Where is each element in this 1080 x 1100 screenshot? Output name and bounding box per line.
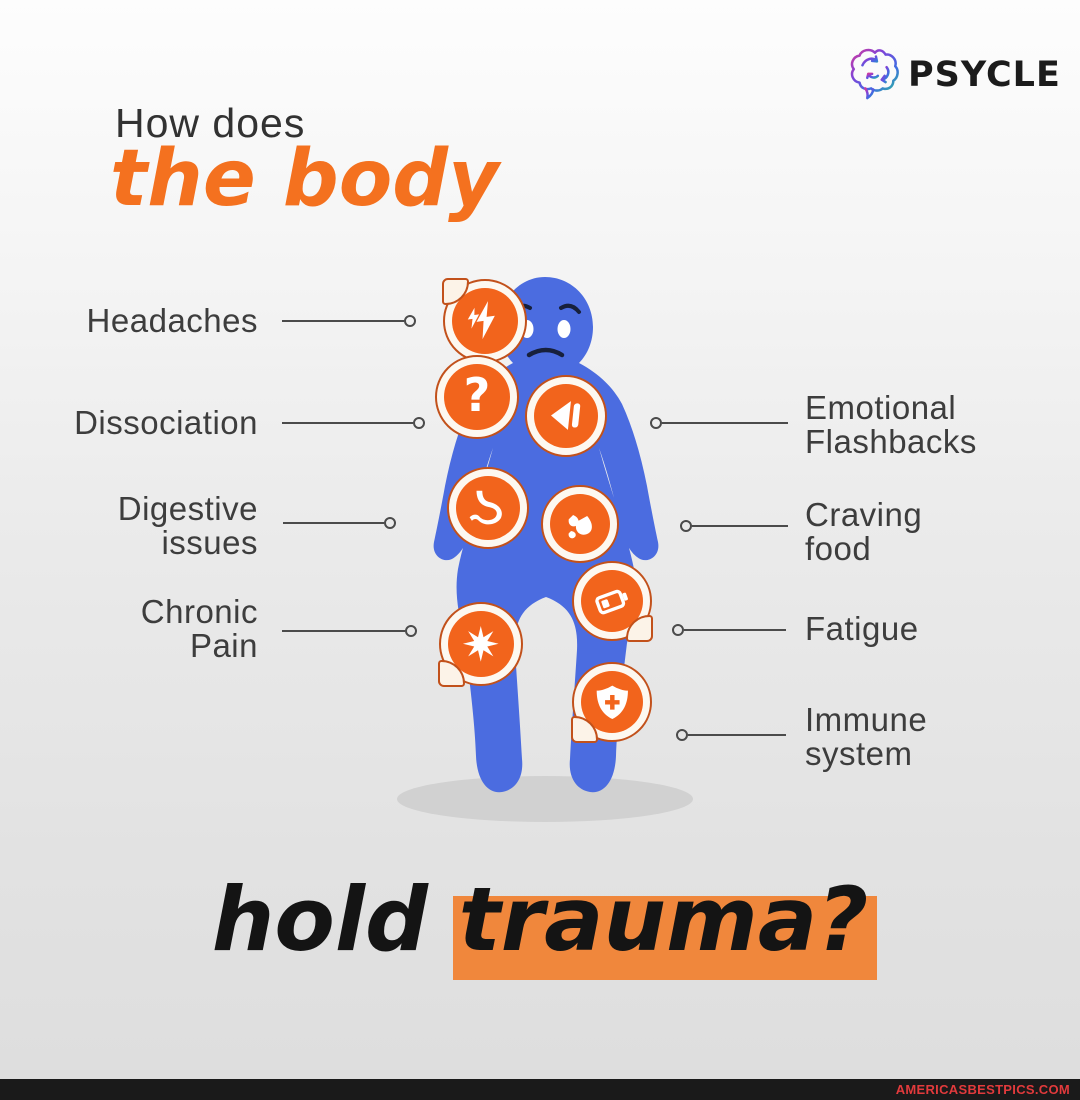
- stomach-icon: [447, 467, 529, 549]
- connector-dot: [413, 417, 425, 429]
- question-mark-icon: ?: [435, 355, 519, 439]
- watermark-text: AMERICASBESTPICS.COM: [895, 1082, 1070, 1097]
- connector-line: [684, 629, 786, 631]
- connector-line: [282, 422, 413, 424]
- label-emotional-flashbacks: Emotional Flashbacks: [805, 389, 977, 460]
- question-glyph: ?: [463, 368, 491, 422]
- brain-gradient-icon: [850, 48, 899, 100]
- connector-dot: [650, 417, 662, 429]
- connector-dot: [672, 624, 684, 636]
- connector-dot: [676, 729, 688, 741]
- connector-dot: [404, 315, 416, 327]
- connector-dot: [384, 517, 396, 529]
- bottom-headline: hold trauma?: [0, 868, 1080, 971]
- connector-dot: [405, 625, 417, 637]
- rewind-icon: [525, 375, 607, 457]
- label-fatigue: Fatigue: [805, 610, 919, 647]
- connector-line: [692, 525, 788, 527]
- lightning-bolts-icon: [442, 278, 527, 363]
- label-chronic-pain: Chronic Pain: [140, 593, 258, 664]
- label-dissociation: Dissociation: [74, 404, 258, 441]
- bottom-headline-highlighted: trauma?: [458, 868, 869, 971]
- connector-line: [283, 522, 384, 524]
- headline-line1: How does: [115, 100, 306, 146]
- bottom-headline-prefix: hold: [211, 868, 459, 971]
- label-immune-system: Immune system: [805, 701, 928, 772]
- label-digestive-issues: Digestive issues: [117, 490, 258, 561]
- connector-line: [688, 734, 786, 736]
- connector-line: [662, 422, 788, 424]
- connector-dot: [680, 520, 692, 532]
- splash-drops-icon: [541, 485, 619, 563]
- label-craving-food: Craving food: [805, 496, 923, 567]
- starburst-icon: [438, 602, 523, 687]
- brand-logo: PSYCLE: [848, 44, 1061, 100]
- connector-line: [282, 320, 404, 322]
- brand-name: PSYCLE: [908, 55, 1061, 95]
- floor-shadow: [397, 776, 693, 822]
- battery-low-icon: [572, 561, 653, 642]
- watermark-bar: AMERICASBESTPICS.COM: [0, 1079, 1080, 1100]
- shield-cross-icon: [571, 662, 652, 743]
- connector-line: [282, 630, 405, 632]
- label-headaches: Headaches: [86, 302, 258, 339]
- headline-line2: the body: [110, 134, 499, 224]
